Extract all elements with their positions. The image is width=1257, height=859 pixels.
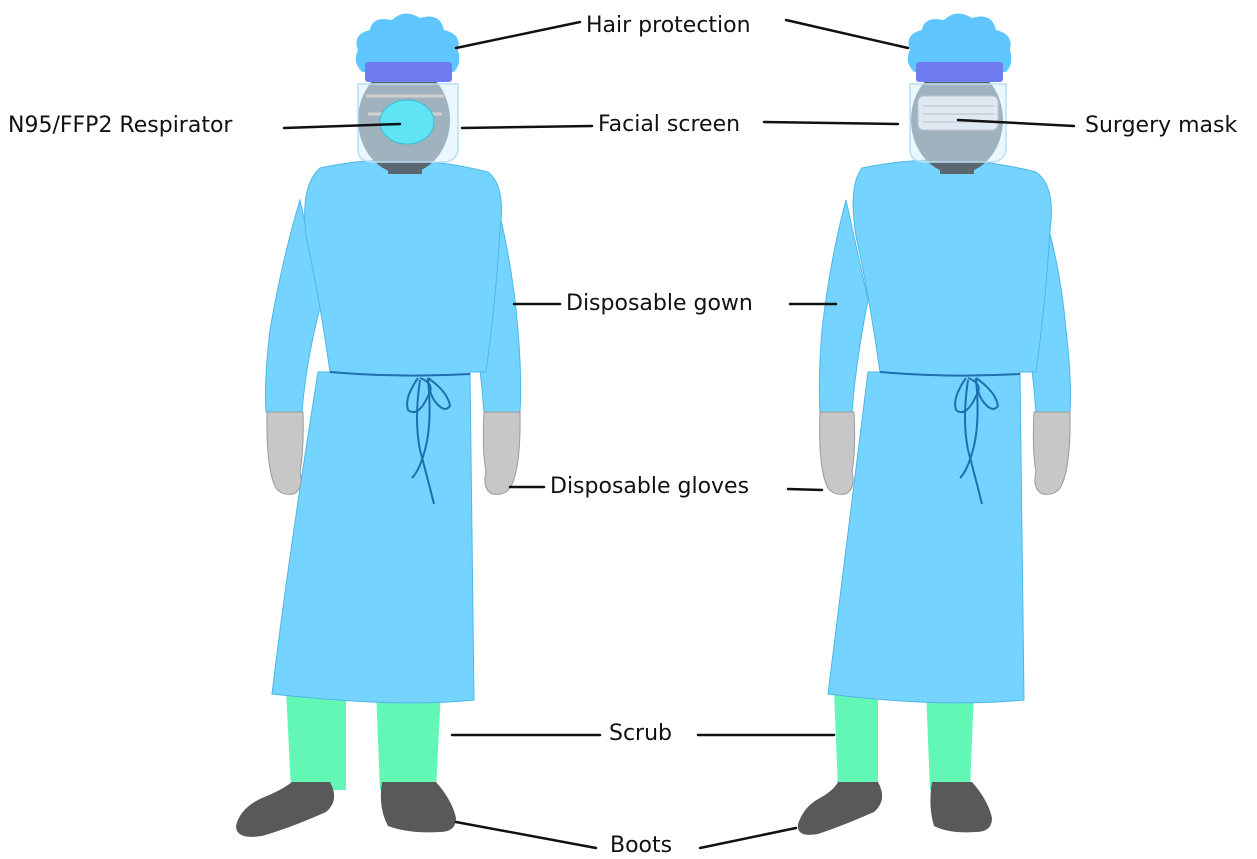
boots-right-figure [798,782,992,835]
leader-boots-left [456,822,596,848]
scrub-pants-left-figure [286,690,441,790]
scrub-pants-right-figure [834,690,974,790]
leader-boots-right [700,828,796,848]
leader-facial-left [462,126,592,128]
hair-cap-left-figure [356,13,460,82]
surgery-mask [918,96,998,130]
leader-hair-left [456,22,580,48]
boots-left-figure [236,782,456,837]
label-scrub: Scrub [609,723,672,745]
leader-facial-right [764,122,898,124]
label-facial-screen: Facial screen [598,114,740,136]
hair-cap-right-figure [908,13,1012,82]
label-disposable-gown: Disposable gown [566,293,753,315]
label-hair-protection: Hair protection [586,15,751,37]
leader-hair-right [786,20,908,48]
label-disposable-gloves: Disposable gloves [550,476,749,498]
figure-left [236,13,521,836]
gown-right-figure [828,160,1051,703]
label-boots: Boots [610,835,672,857]
leader-gloves-right [788,489,822,490]
label-n95-respirator: N95/FFP2 Respirator [8,115,232,137]
figure-right [798,13,1071,834]
label-surgery-mask: Surgery mask [1085,115,1237,137]
